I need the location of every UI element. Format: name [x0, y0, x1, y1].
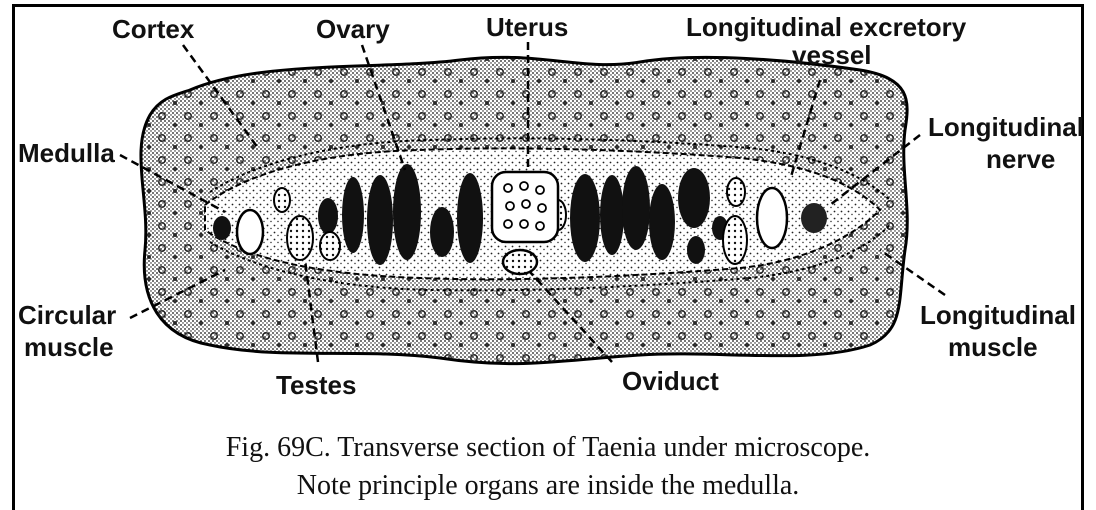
ovary-lobe	[393, 164, 421, 260]
caption: Fig. 69C. Transverse section of Taenia u…	[226, 432, 871, 501]
excretory-vessel-right	[757, 188, 787, 248]
label-longitudinal-muscle: Longitudinal	[920, 300, 1076, 330]
testis	[274, 188, 290, 212]
label-ovary: Ovary	[316, 14, 390, 44]
label-circular: Circular	[18, 300, 116, 330]
testis	[320, 232, 340, 260]
label-testes: Testes	[276, 370, 356, 400]
label-nerve: nerve	[986, 144, 1055, 174]
testis	[723, 216, 747, 264]
ovary-lobe	[678, 168, 710, 228]
nerve-right	[801, 203, 827, 233]
ovary-lobe	[457, 173, 483, 263]
excretory-vessel-left	[237, 210, 263, 254]
ovary-lobe	[687, 236, 705, 264]
label-longitudinal-excretory: Longitudinal excretory	[686, 12, 967, 42]
ovary-lobe	[430, 207, 454, 257]
label-oviduct: Oviduct	[622, 366, 719, 396]
label-vessel: vessel	[792, 40, 872, 70]
testis	[287, 216, 313, 260]
caption-line-2: Note principle organs are inside the med…	[297, 470, 800, 501]
caption-line-1: Fig. 69C. Transverse section of Taenia u…	[226, 432, 871, 463]
ovary-lobe	[600, 175, 624, 255]
oviduct	[503, 250, 537, 274]
ovary-lobe	[318, 198, 338, 234]
label-uterus: Uterus	[486, 12, 568, 42]
ovary-lobe	[367, 175, 393, 265]
ovary-lobe	[622, 166, 650, 250]
ovary-lobe	[570, 174, 600, 262]
label-medulla: Medulla	[18, 138, 115, 168]
ovary-lobe	[649, 184, 675, 260]
label-cortex: Cortex	[112, 14, 195, 44]
nerve-left	[213, 216, 231, 240]
label-longitudinal-nerve: Longitudinal	[928, 112, 1084, 142]
testis	[727, 178, 745, 206]
label-muscle: muscle	[948, 332, 1038, 362]
label-circular-muscle: muscle	[24, 332, 114, 362]
ovary-lobe	[342, 177, 364, 253]
